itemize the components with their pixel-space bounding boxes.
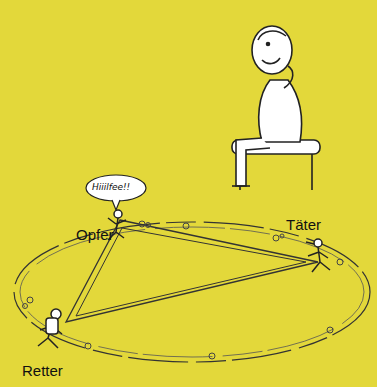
role-label: Täter — [286, 216, 321, 233]
speech-bubble-text: Hiiilfee!! — [92, 182, 130, 192]
role-label: Retter — [22, 362, 63, 379]
role-label: Opfer — [76, 226, 114, 243]
